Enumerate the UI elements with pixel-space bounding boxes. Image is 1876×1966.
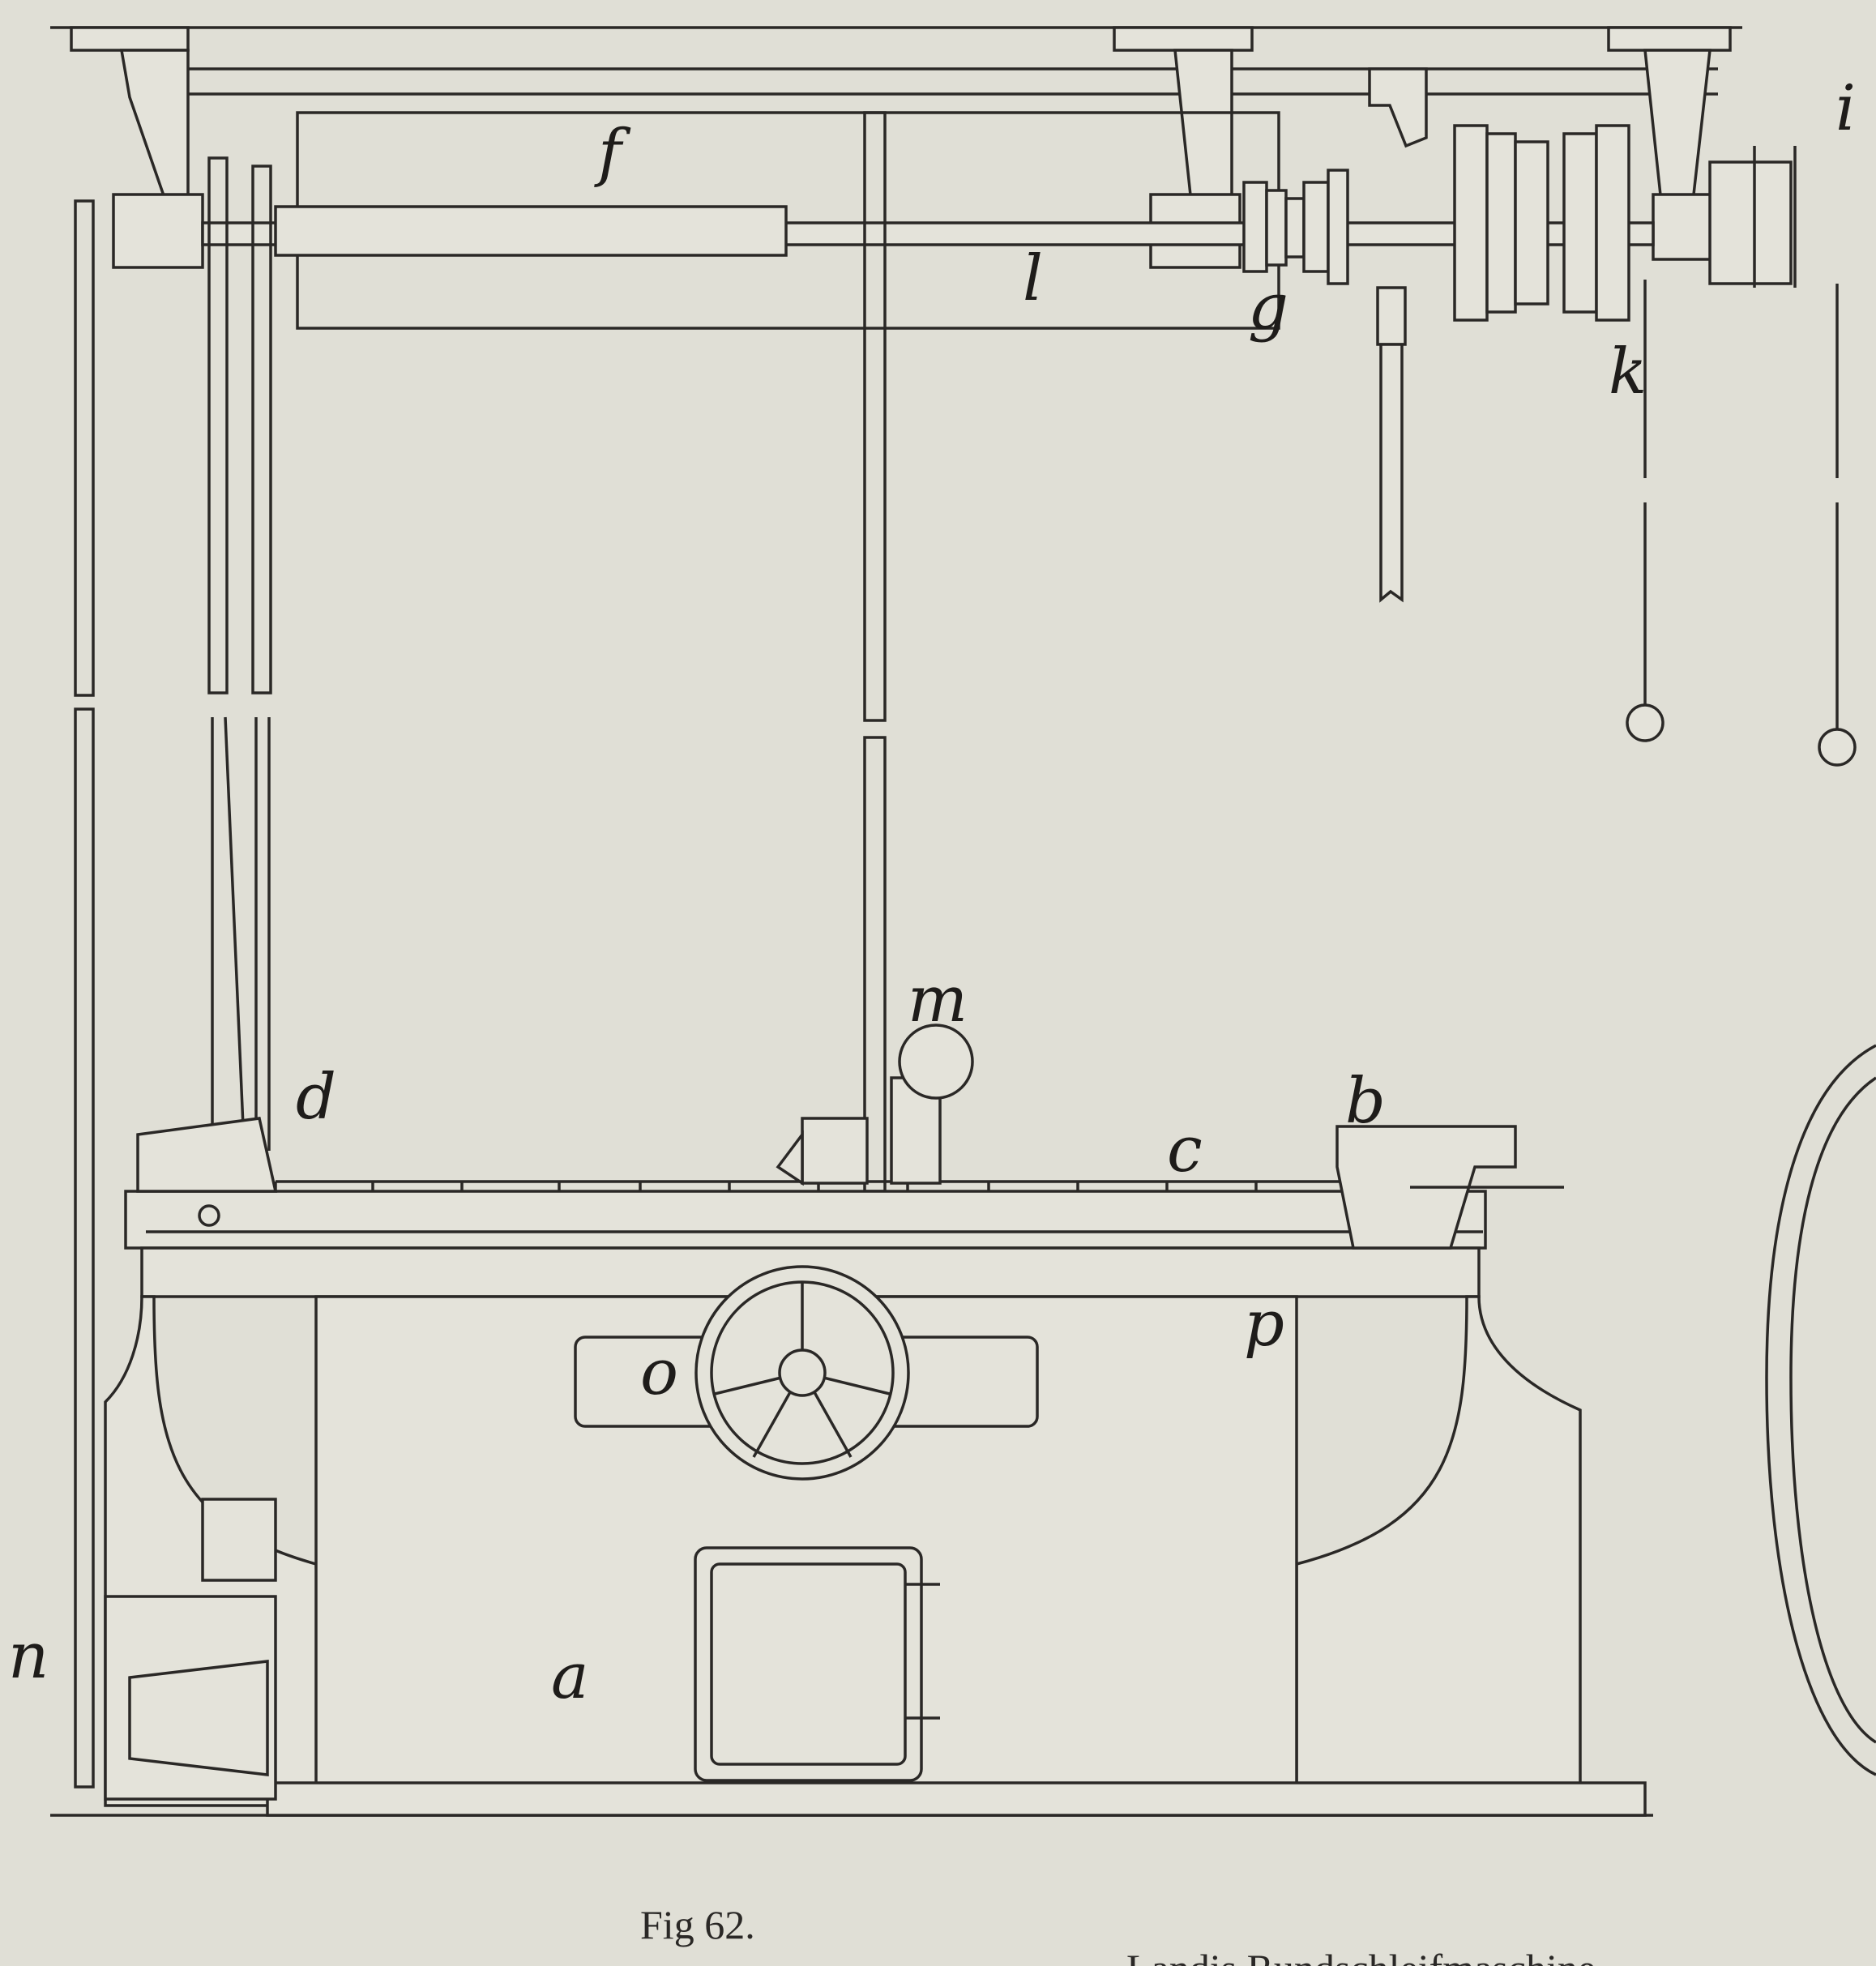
label-m: m [908, 964, 968, 1036]
label-i: i [1835, 72, 1856, 145]
label-c: c [1167, 1113, 1203, 1186]
label-k: k [1609, 336, 1647, 408]
figure-caption: Fig 62. [640, 1902, 755, 1947]
machine-bed [50, 1024, 1876, 1817]
figure-subcaption: Landis Rundschleifmaschine [1126, 1946, 1596, 1966]
part-labels: f l g k i m d b c p o n a [8, 72, 1856, 1713]
label-f: f [594, 117, 631, 190]
belts [74, 111, 887, 1789]
label-p: p [1244, 1288, 1284, 1361]
label-a: a [551, 1640, 589, 1713]
label-o: o [640, 1336, 678, 1409]
overhead-countershaft [50, 26, 1857, 767]
label-l: l [1023, 242, 1043, 315]
label-d: d [296, 1061, 336, 1134]
label-g: g [1248, 271, 1288, 344]
label-n: n [8, 1620, 49, 1693]
label-b: b [1345, 1065, 1386, 1138]
